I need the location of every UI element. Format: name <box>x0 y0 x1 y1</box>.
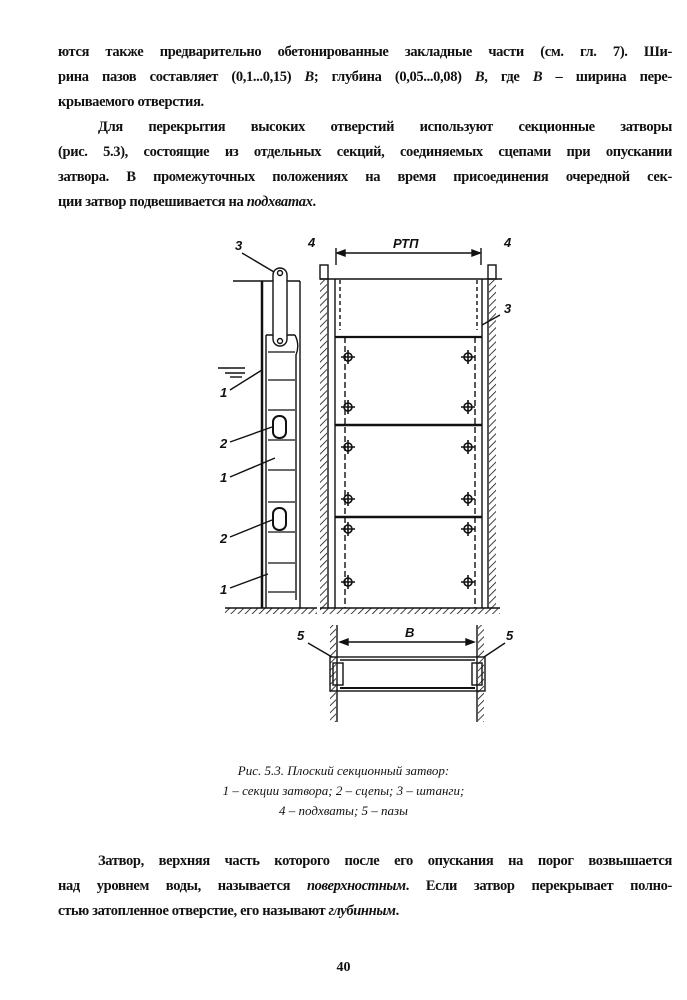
side-view <box>218 252 317 614</box>
text-line: стью затопленное отверстие, его называют… <box>58 903 399 919</box>
text-line: затвора. В промежуточных положениях на в… <box>58 169 672 185</box>
label-rtp: РТП <box>393 236 419 251</box>
label-hook-right: 4 <box>503 235 512 250</box>
text-line: крываемого отверстия. <box>58 94 204 110</box>
label-coupler: 2 <box>219 531 228 546</box>
label-rod-right: 3 <box>504 301 512 316</box>
paragraph-1: ются также предварительно обетонированны… <box>58 40 672 115</box>
label-section: 1 <box>220 470 227 485</box>
text-line: (рис. 5.3), состоящие из отдельных секци… <box>58 144 672 160</box>
label-section: 1 <box>220 582 227 597</box>
text-line: Затвор, верхняя часть которого после его… <box>98 853 672 869</box>
text-line: рина пазов составляет (0,1...0,15) B; гл… <box>58 69 672 85</box>
label-rod: 3 <box>235 238 243 253</box>
paragraph-3: Затвор, верхняя часть которого после его… <box>58 849 672 924</box>
text-line: над уровнем воды, называется поверхностн… <box>58 878 673 894</box>
front-view <box>319 248 502 614</box>
sectional-gate-figure: 3 1 2 1 2 1 4 4 3 РТП B 5 5 <box>218 235 514 722</box>
text-line: ются также предварительно обетонированны… <box>58 44 672 60</box>
caption-legend: 1 – секции затвора; 2 – сцепы; 3 – штанг… <box>222 783 465 798</box>
paragraph-2: Для перекрытия высоких отверстий использ… <box>58 115 672 215</box>
coupler-1 <box>272 415 287 439</box>
label-slot-left: 5 <box>297 628 305 643</box>
label-coupler: 2 <box>219 436 228 451</box>
page-number: 40 <box>336 960 351 975</box>
label-slot-right: 5 <box>506 628 514 643</box>
text-line: ции затвор подвешивается на подхватах. <box>58 194 316 210</box>
caption-legend: 4 – подхваты; 5 – пазы <box>279 803 408 818</box>
label-hook-left: 4 <box>307 235 316 250</box>
caption-title: Рис. 5.3. Плоский секционный затвор: <box>237 763 450 778</box>
coupler-2 <box>272 507 287 531</box>
text-line: Для перекрытия высоких отверстий использ… <box>98 119 672 135</box>
plan-view <box>307 625 506 722</box>
label-width-b: B <box>405 625 414 640</box>
figure-caption: Рис. 5.3. Плоский секционный затвор: 1 –… <box>160 761 527 821</box>
label-section: 1 <box>220 385 227 400</box>
